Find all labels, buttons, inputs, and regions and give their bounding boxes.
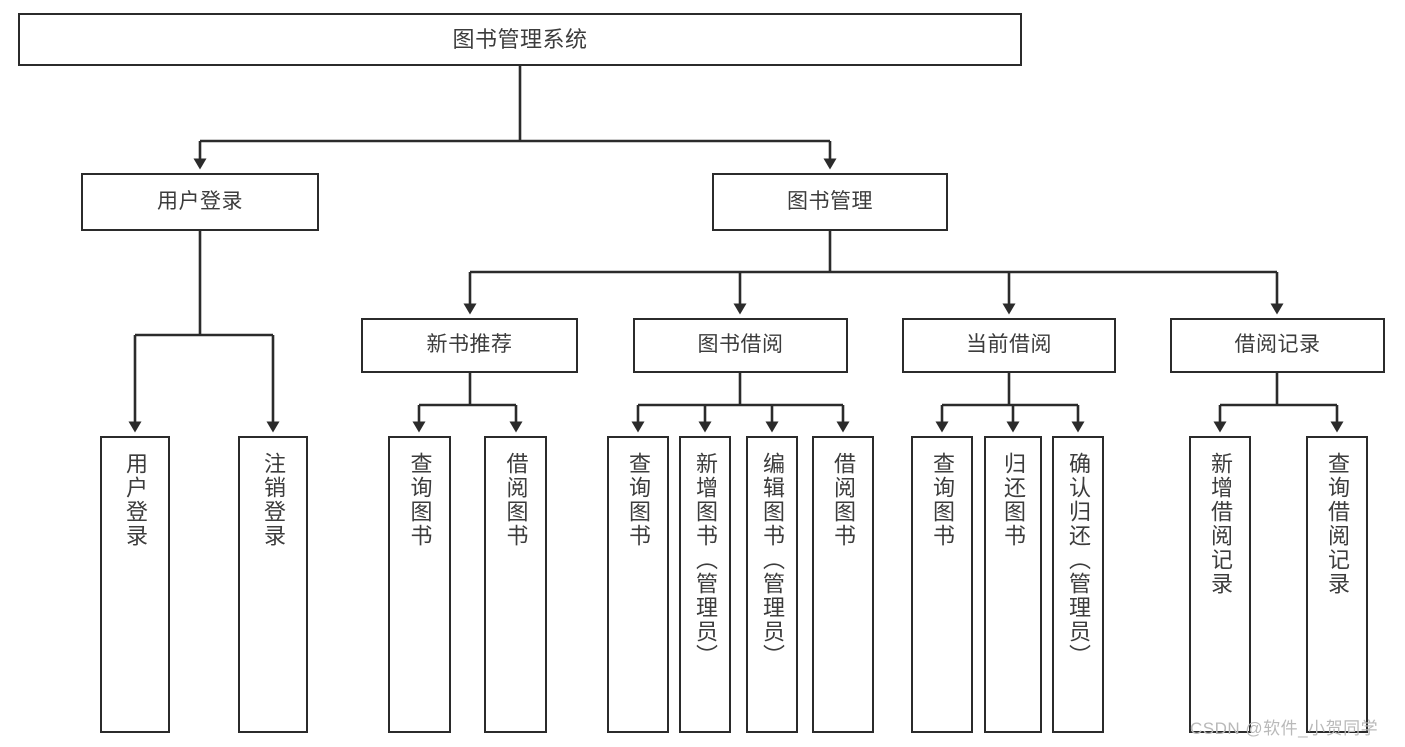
node-label: 归还图书 [1001,452,1026,548]
node-label: 查询借阅记录 [1325,452,1350,596]
node-borrow-record[interactable]: 借阅记录 [1170,318,1385,373]
node-label: 注销登录 [261,452,286,548]
node-leaf-query-book-1[interactable]: 查询图书 [388,436,451,733]
node-leaf-query-book-3[interactable]: 查询图书 [911,436,973,733]
node-label: 当前借阅 [966,333,1052,357]
node-label: 借阅图书 [831,452,856,548]
node-label: 编辑图书（管理员） [760,452,785,668]
node-label: 新增借阅记录 [1208,452,1233,596]
node-label: 图书借阅 [697,333,784,357]
node-leaf-borrow-book-2[interactable]: 借阅图书 [812,436,874,733]
node-label: 用户登录 [157,189,243,213]
node-leaf-add-book[interactable]: 新增图书（管理员） [679,436,731,733]
node-leaf-return-book[interactable]: 归还图书 [984,436,1042,733]
node-leaf-query-record[interactable]: 查询借阅记录 [1306,436,1368,733]
node-user-login[interactable]: 用户登录 [81,173,319,231]
node-label: 图书管理系统 [452,26,588,52]
node-book-manage[interactable]: 图书管理 [712,173,948,231]
node-leaf-logout-login[interactable]: 注销登录 [238,436,308,733]
node-leaf-edit-book[interactable]: 编辑图书（管理员） [746,436,798,733]
node-leaf-borrow-book-1[interactable]: 借阅图书 [484,436,547,733]
node-book-borrow[interactable]: 图书借阅 [633,318,848,373]
node-label: 新增图书（管理员） [693,452,718,668]
node-label: 借阅记录 [1234,333,1321,357]
node-label: 新书推荐 [426,333,513,357]
node-current-borrow[interactable]: 当前借阅 [902,318,1116,373]
node-leaf-confirm-return[interactable]: 确认归还（管理员） [1052,436,1104,733]
node-leaf-add-record[interactable]: 新增借阅记录 [1189,436,1251,733]
node-label: 确认归还（管理员） [1066,452,1091,668]
node-root-system[interactable]: 图书管理系统 [18,13,1022,66]
node-leaf-query-book-2[interactable]: 查询图书 [607,436,669,733]
node-label: 图书管理 [787,189,873,213]
node-label: 查询图书 [407,452,433,548]
node-new-book-recommend[interactable]: 新书推荐 [361,318,578,373]
watermark-text: CSDN @软件_小贺同学 [1190,719,1379,738]
node-label: 借阅图书 [503,452,529,548]
node-label: 查询图书 [626,452,651,548]
node-leaf-user-login[interactable]: 用户登录 [100,436,170,733]
node-label: 用户登录 [123,452,148,548]
node-label: 查询图书 [930,452,955,548]
